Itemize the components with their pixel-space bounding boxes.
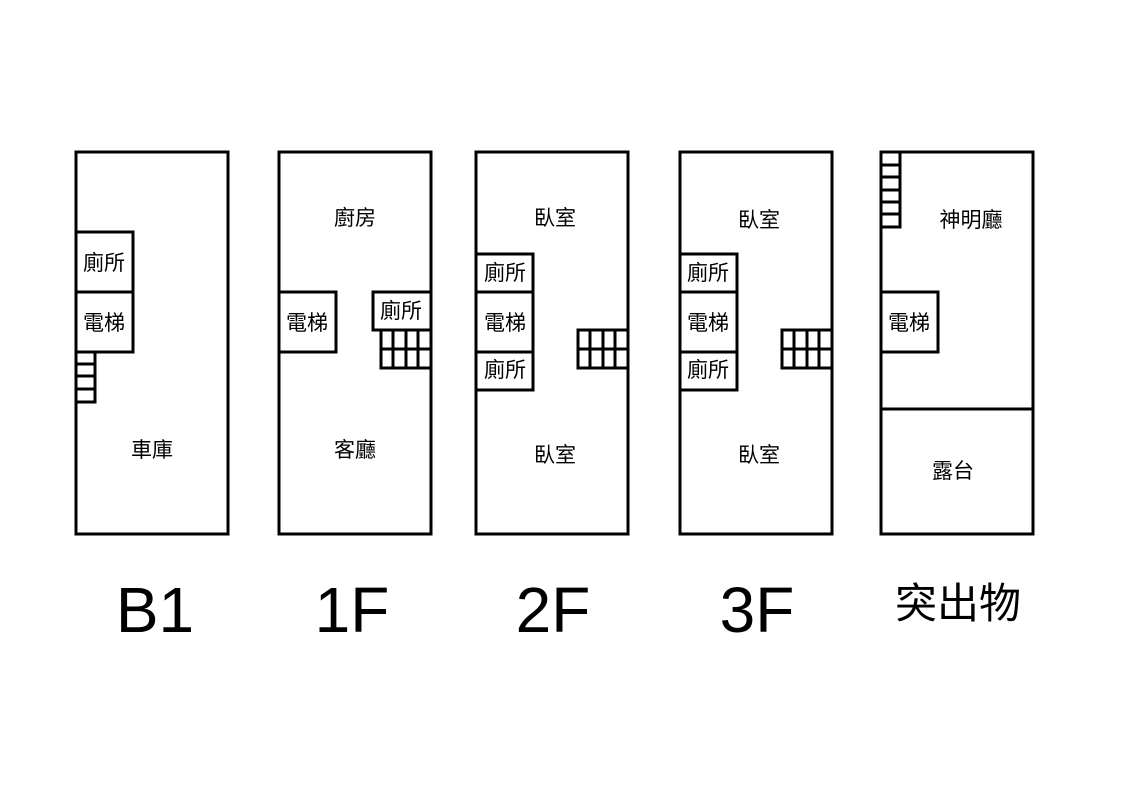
1f-elevator-box — [277, 290, 338, 354]
1f-stairs-icon — [379, 328, 433, 370]
floor-plan-roof: 神明廳 電梯 露台 突出物 — [879, 150, 1035, 628]
3f-restroom-bottom-box — [678, 350, 739, 392]
1f-kitchen-label: 廚房 — [334, 206, 376, 230]
2f-bedroom-bottom-label: 臥室 — [534, 443, 576, 467]
floor-plan-1f: 廚房 電梯 廁所 客廳 1F — [277, 150, 433, 646]
3f-restroom-bottom-label: 廁所 — [687, 358, 729, 382]
floor-label-roof: 突出物 — [895, 579, 1021, 628]
3f-elevator-label: 電梯 — [687, 311, 729, 335]
floor-label-3f: 3F — [720, 574, 795, 646]
2f-stairs-icon — [576, 328, 630, 370]
3f-bedroom-bottom-label: 臥室 — [738, 443, 780, 467]
1f-restroom-label: 廁所 — [380, 299, 422, 323]
2f-elevator-label: 電梯 — [484, 311, 526, 335]
3f-stairs-icon — [780, 328, 834, 370]
b1-elevator-label: 電梯 — [83, 311, 125, 335]
b1-stairs-icon — [74, 350, 97, 404]
roof-shrine-label: 神明廳 — [940, 208, 1003, 232]
1f-living-room-label: 客廳 — [334, 438, 376, 462]
floor-label-1f: 1F — [315, 574, 390, 646]
b1-garage-label: 車庫 — [131, 438, 173, 462]
2f-restroom-bottom-box — [474, 350, 535, 392]
roof-elevator-label: 電梯 — [888, 311, 930, 335]
floor-plan-3f: 臥室 廁所 電梯 廁所 臥室 3F — [678, 150, 834, 646]
roof-terrace-label: 露台 — [932, 459, 974, 483]
floor-plan-b1: 廁所 電梯 車庫 B1 — [74, 150, 230, 646]
2f-bedroom-top-label: 臥室 — [534, 206, 576, 230]
2f-restroom-bottom-label: 廁所 — [484, 358, 526, 382]
roof-elevator-box — [879, 290, 940, 354]
floor-plan-2f: 臥室 廁所 電梯 廁所 臥室 2F — [474, 150, 630, 646]
1f-elevator-label: 電梯 — [286, 311, 328, 335]
b1-restroom-label: 廁所 — [83, 251, 125, 275]
3f-bedroom-top-label: 臥室 — [738, 208, 780, 232]
floor-label-2f: 2F — [516, 574, 591, 646]
floor-label-b1: B1 — [116, 574, 194, 646]
b1-elevator-box — [74, 290, 135, 354]
2f-restroom-top-label: 廁所 — [484, 261, 526, 285]
3f-restroom-top-label: 廁所 — [687, 261, 729, 285]
roof-stairs-icon — [879, 150, 902, 229]
b1-outline — [74, 150, 230, 536]
